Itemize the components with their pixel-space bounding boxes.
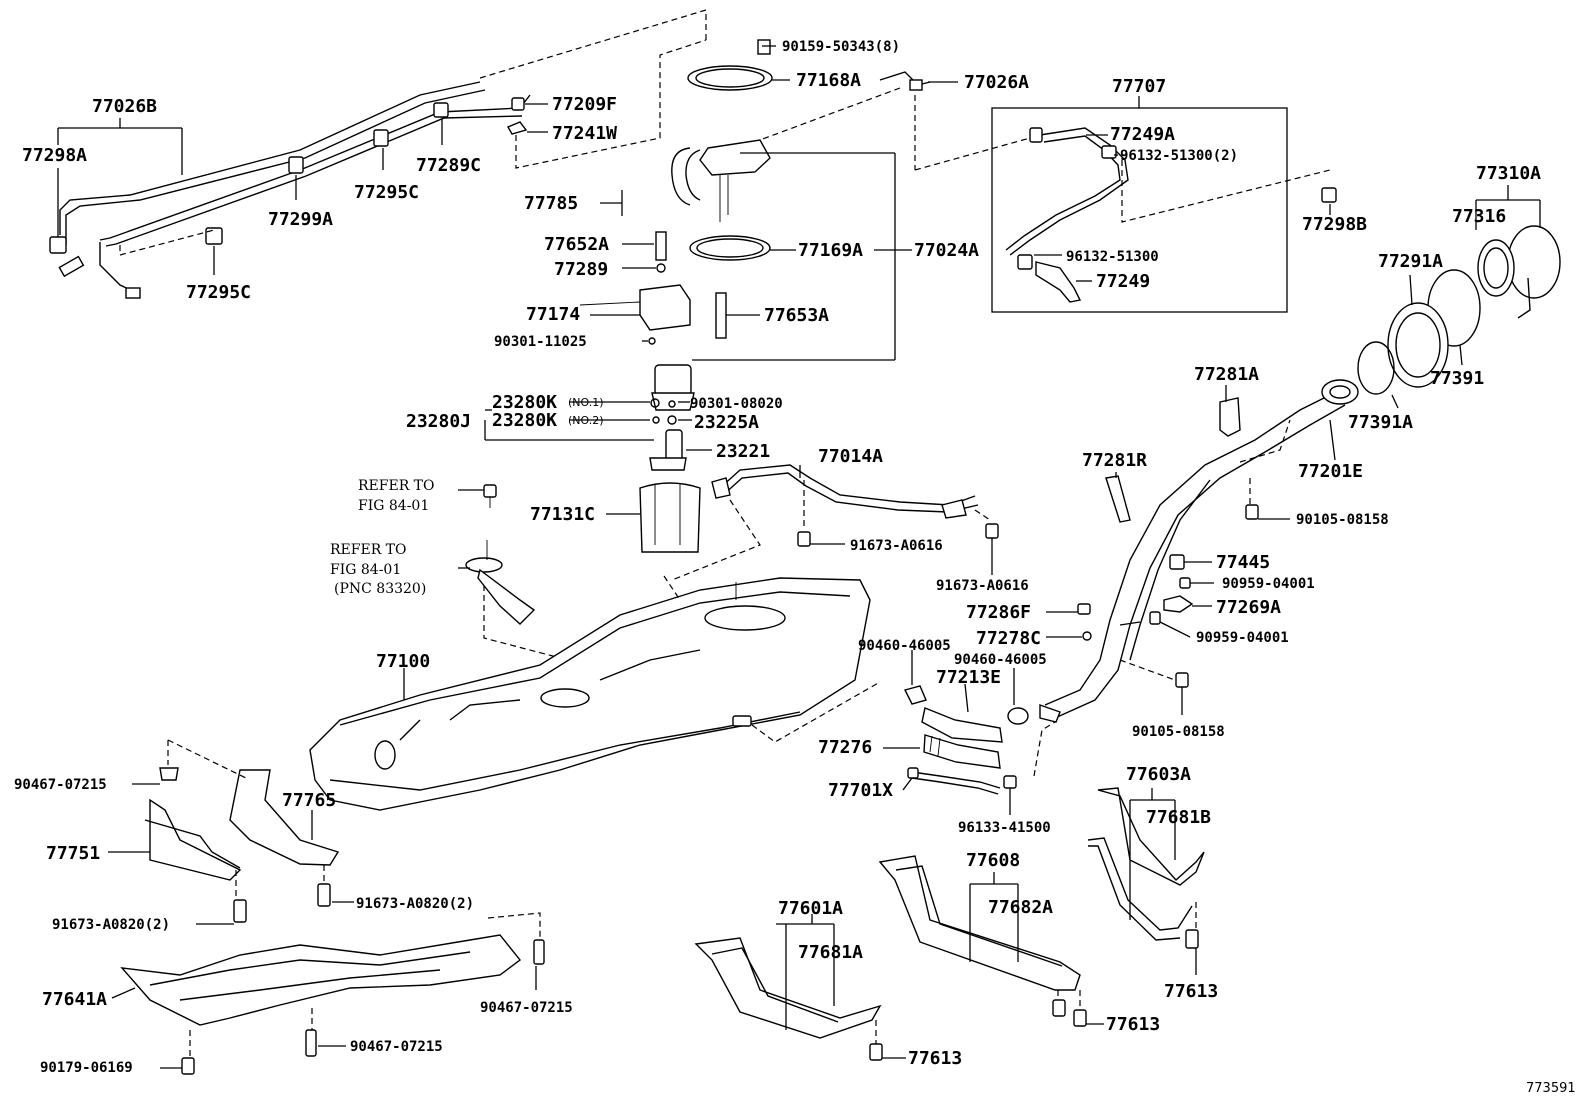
label-77291A: 77291A (1378, 251, 1443, 272)
label-90105-08158-a: 90105-08158 (1296, 512, 1389, 528)
label-77213E: 77213E (936, 667, 1001, 688)
label-90959-04001-a: 90959-04001 (1222, 576, 1315, 592)
label-77765: 77765 (282, 790, 336, 811)
label-77613-a: 77613 (1164, 981, 1218, 1002)
label-77641A: 77641A (42, 989, 107, 1010)
tank-strap-rear (1087, 787, 1205, 949)
label-77174: 77174 (526, 304, 580, 325)
label-96133-41500: 96133-41500 (958, 820, 1051, 836)
label-90159-50343: 90159-50343(8) (782, 39, 900, 55)
refer-to-2a: REFER TO (330, 542, 407, 558)
label-77278C: 77278C (976, 628, 1041, 649)
label-77281A: 77281A (1194, 364, 1259, 385)
label-23280K-no1-sub: (NO.1) (568, 396, 604, 409)
figure-id: 773591 (1526, 1081, 1576, 1096)
label-77276: 77276 (818, 737, 872, 758)
label-77269A: 77269A (1216, 597, 1281, 618)
label-90467-07215-b: 90467-07215 (480, 1000, 573, 1016)
label-90301-08020: 90301-08020 (690, 396, 783, 412)
label-77249: 77249 (1096, 271, 1150, 292)
fuel-cap-assembly (1321, 187, 1561, 395)
label-77169A: 77169A (798, 240, 863, 261)
label-77026B: 77026B (92, 96, 157, 117)
label-77289: 77289 (554, 259, 608, 280)
label-77281R: 77281R (1082, 450, 1147, 471)
label-90301-11025: 90301-11025 (494, 334, 587, 350)
label-77613-c: 77613 (908, 1048, 962, 1069)
label-90179-06169: 90179-06169 (40, 1060, 133, 1076)
label-96132-51300-2: 96132-51300(2) (1120, 148, 1238, 164)
label-77445: 77445 (1216, 552, 1270, 573)
label-91673-A0820-b: 91673-A0820(2) (356, 896, 474, 912)
label-77289C: 77289C (416, 155, 481, 176)
refer-to-1a: REFER TO (358, 478, 435, 494)
label-77652A: 77652A (544, 234, 609, 255)
label-77613-b: 77613 (1106, 1014, 1160, 1035)
tank-strap-front (694, 937, 883, 1061)
label-90460-46005-a: 90460-46005 (858, 638, 951, 654)
label-23280K-no2-sub: (NO.2) (568, 414, 604, 427)
fuel-tank (309, 577, 871, 811)
label-77701X: 77701X (828, 780, 893, 801)
label-77286F: 77286F (966, 602, 1031, 623)
vent-hose-assembly (1005, 127, 1129, 303)
label-23221: 23221 (716, 441, 770, 462)
label-90467-07215-c: 90467-07215 (350, 1039, 443, 1055)
label-23280K-no1: 23280K (492, 392, 557, 413)
label-77241W: 77241W (552, 123, 617, 144)
label-91673-A0616-b: 91673-A0616 (936, 578, 1029, 594)
label-77682A: 77682A (988, 897, 1053, 918)
label-91673-A0616-a: 91673-A0616 (850, 538, 943, 554)
tank-protector (120, 934, 545, 1075)
label-23280K-no2: 23280K (492, 410, 557, 431)
label-77298A: 77298A (22, 145, 87, 166)
label-96132-51300: 96132-51300 (1066, 249, 1159, 265)
part-number-labels: 77026B 77298A 77299A 77295C 77295C 77289… (14, 39, 1576, 1096)
label-77299A: 77299A (268, 209, 333, 230)
label-77707: 77707 (1112, 76, 1166, 97)
label-77608: 77608 (966, 850, 1020, 871)
label-77681A: 77681A (798, 942, 863, 963)
label-77014A: 77014A (818, 446, 883, 467)
breather-hose (711, 464, 979, 519)
label-77603A: 77603A (1126, 764, 1191, 785)
label-77681B: 77681B (1146, 807, 1211, 828)
left-bracket-assembly (144, 767, 340, 923)
label-77601A: 77601A (778, 898, 843, 919)
label-77024A: 77024A (914, 240, 979, 261)
label-77295C-lower: 77295C (186, 282, 251, 303)
refer-to-1b: FIG 84-01 (358, 498, 429, 514)
label-90105-08158-b: 90105-08158 (1132, 724, 1225, 740)
label-77653A: 77653A (764, 305, 829, 326)
label-77295C: 77295C (354, 182, 419, 203)
label-77316: 77316 (1452, 206, 1506, 227)
label-77201E: 77201E (1298, 461, 1363, 482)
label-77249A: 77249A (1110, 124, 1175, 145)
refer-to-2c: (PNC 83320) (334, 581, 426, 597)
label-90467-07215-a: 90467-07215 (14, 777, 107, 793)
label-23280J: 23280J (406, 411, 471, 432)
label-77026A: 77026A (964, 72, 1029, 93)
fuel-filler-pipe (1039, 379, 1359, 723)
label-77751: 77751 (46, 843, 100, 864)
label-77298B: 77298B (1302, 214, 1367, 235)
label-77131C: 77131C (530, 504, 595, 525)
refer-to-2b: FIG 84-01 (330, 562, 401, 578)
label-77100: 77100 (376, 651, 430, 672)
label-90460-46005-b: 90460-46005 (954, 652, 1047, 668)
label-77310A: 77310A (1476, 163, 1541, 184)
fuel-pump-module (579, 39, 773, 553)
tank-strap-middle (878, 855, 1087, 1027)
label-91673-A0820-a: 91673-A0820(2) (52, 917, 170, 933)
label-77209F: 77209F (552, 94, 617, 115)
fuel-line-assembly (49, 81, 531, 299)
label-77168A: 77168A (796, 70, 861, 91)
label-23225A: 23225A (694, 412, 759, 433)
label-77391A: 77391A (1348, 412, 1413, 433)
label-77391: 77391 (1430, 368, 1484, 389)
label-90959-04001-b: 90959-04001 (1196, 630, 1289, 646)
label-77785: 77785 (524, 193, 578, 214)
